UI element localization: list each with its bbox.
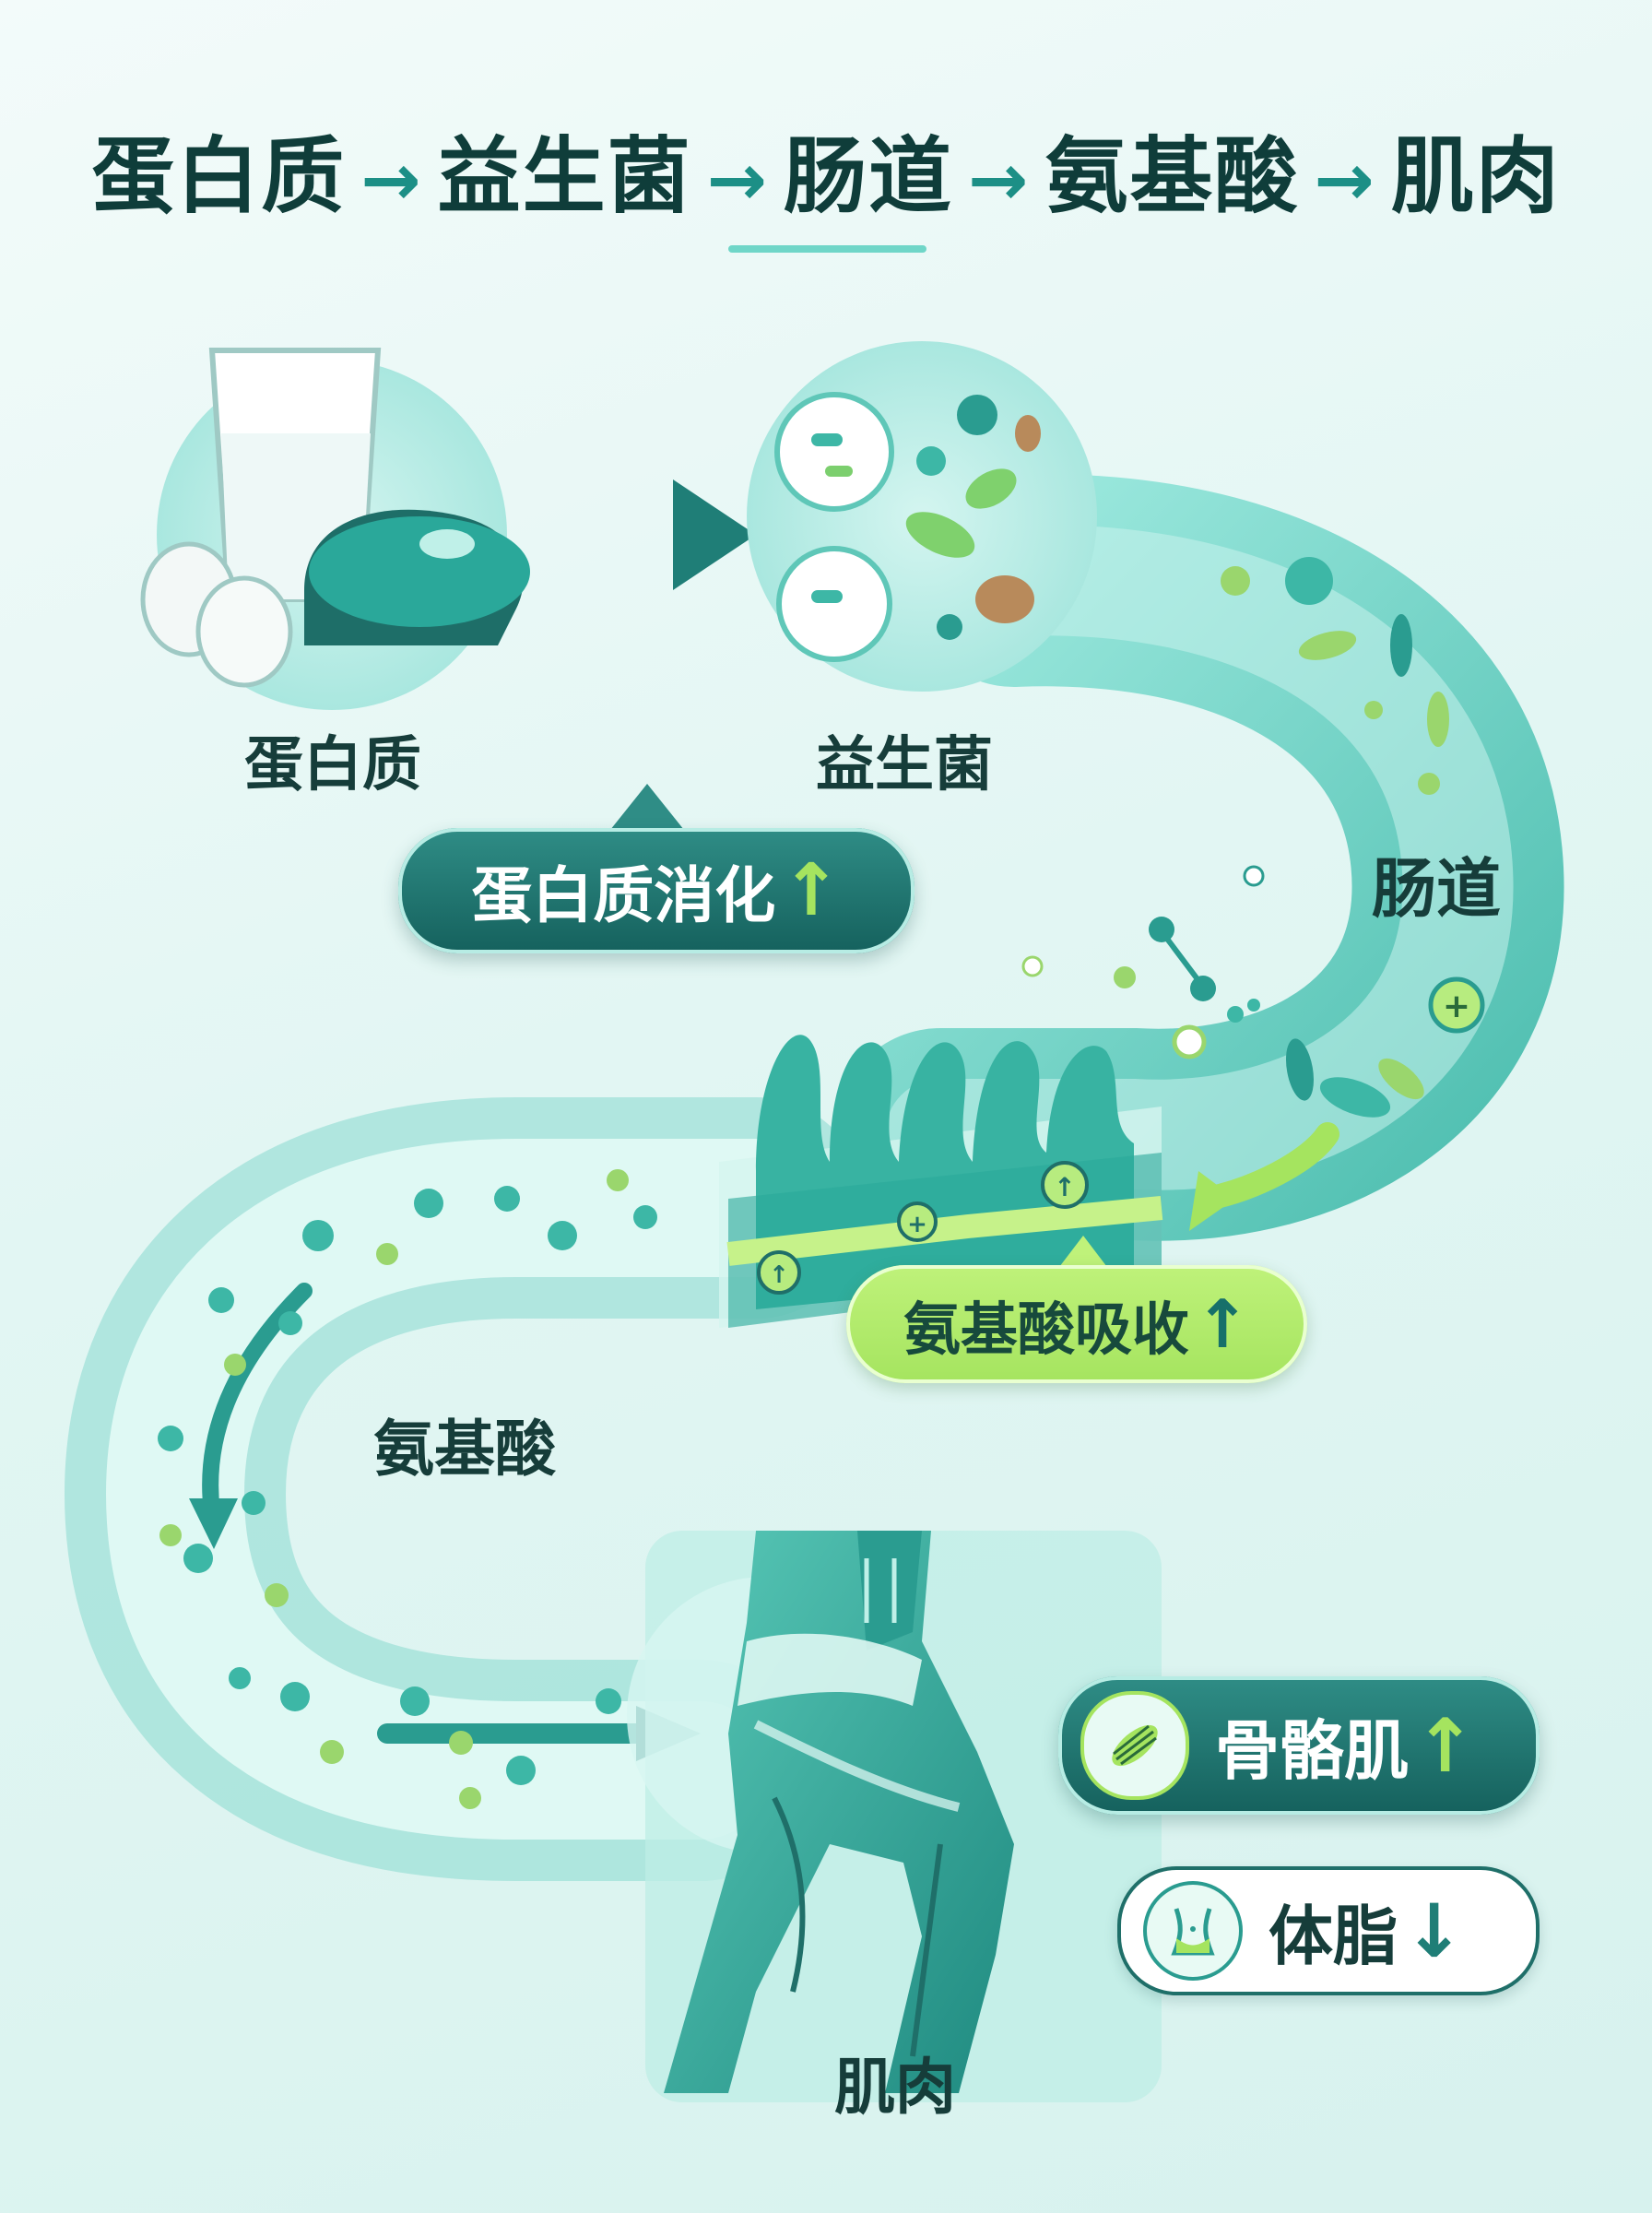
title-underline [728,245,926,253]
amino-acid-molecule-icon: + [1021,917,1485,1059]
title-step-probiotic: 益生菌 [437,128,692,225]
title-arrow-2: → [706,139,769,222]
label-intestine: 肠道 [1372,851,1501,927]
title-step-amino-acid: 氨基酸 [1044,128,1300,225]
gut-bacteria-cluster [1221,557,1449,1118]
title-arrow-4: → [1314,139,1376,222]
callout-protein-digestion-text: 蛋白质消化 [471,860,776,931]
down-arrow-icon: ↓ [1403,1888,1466,1974]
label-probiotic: 益生菌 [816,731,993,799]
amino-acid-particles [158,1169,657,1809]
title-arrow-3: → [968,139,1031,222]
up-arrow-icon: ↑ [1414,1702,1477,1789]
page-title: 蛋白质→益生菌→肠道→氨基酸→肌肉 [0,109,1652,229]
callout-protein-digestion: 蛋白质消化↑ [398,828,914,953]
steak-icon [304,509,530,645]
up-arrow-icon: ↑ [1194,1285,1251,1363]
svg-text:↑: ↑ [1054,1172,1075,1202]
svg-text:+: + [907,1211,927,1238]
label-amino-acid: 氨基酸 [373,1414,556,1485]
callout-body-fat: 体脂↓ [1117,1866,1540,1995]
callout-skeletal-muscle: 骨骼肌↑ [1058,1676,1540,1815]
muscle-fiber-icon [1080,1691,1189,1800]
muscle-leg-icon [664,1531,1014,2093]
title-step-intestine: 肠道 [784,128,953,225]
callout-skeletal-muscle-text: 骨骼肌 [1215,1712,1409,1789]
callout-pointer-protein [610,784,684,830]
callout-amino-absorption-text: 氨基酸吸收 [903,1296,1189,1363]
svg-text:↑: ↑ [769,1261,789,1289]
callout-amino-absorption: 氨基酸吸收↑ [846,1265,1307,1383]
label-muscle: 肌肉 [834,2052,956,2123]
up-arrow-icon: ↑ [781,849,842,932]
label-protein: 蛋白质 [244,731,421,799]
title-step-protein: 蛋白质 [91,128,347,225]
title-step-muscle: 肌肉 [1390,128,1561,225]
callout-body-fat-text: 体脂 [1268,1898,1398,1974]
svg-text:+: + [1443,988,1470,1025]
probiotic-bacteria-icon [774,392,1041,662]
flow-arrow-down [202,1283,313,1521]
title-arrow-1: → [360,139,423,222]
waist-icon [1143,1881,1243,1981]
